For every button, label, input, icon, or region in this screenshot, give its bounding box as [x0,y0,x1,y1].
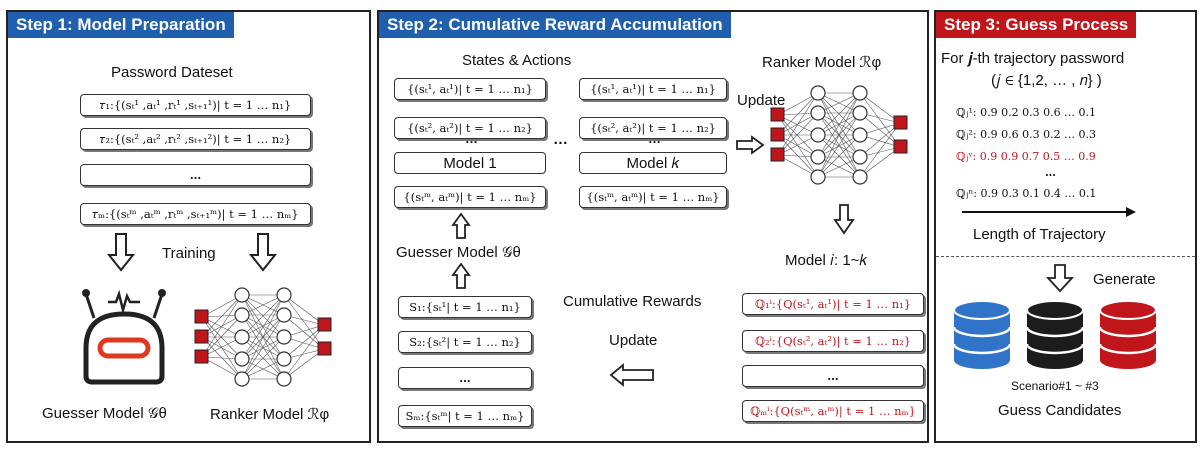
step3-panel: Step 3: Guess Process [934,10,1197,443]
database-icon-blue [952,300,1012,369]
ranker-model-label: Ranker Model ℛφ [210,406,330,423]
scenario-label: Scenario#1 ~ #3 [1011,379,1099,393]
q-value-line: ℚⱼ¹: 0.9 0.2 0.3 0.6 … 0.1 [956,106,1097,119]
training-label: Training [162,245,216,262]
down-arrow-icon [833,204,855,235]
state-action-row: {(sₜᵐ, aₜᵐ)| t = 1 … nₘ} [579,186,727,208]
q-row: ℚ₂ⁱ:{Q(sₜ², aₜ²)| t = 1 … n₂} [742,330,924,352]
guesser-model-label: Guesser Model 𝒢θ [42,405,167,422]
q-row: ℚ₁ⁱ:{Q(sₜ¹, aₜ¹)| t = 1 … n₁} [742,293,924,315]
step2-header: Step 2: Cumulative Reward Accumulation [379,12,731,38]
down-arrow-icon [248,233,278,272]
guess-candidates-label: Guess Candidates [998,402,1122,419]
generate-label: Generate [1093,271,1156,288]
step3-header: Step 3: Guess Process [936,12,1137,38]
update-label: Update [609,332,658,349]
up-arrow-icon [451,262,471,289]
q-value-line: ℚⱼ²: 0.9 0.6 0.3 0.2 … 0.3 [956,128,1097,141]
trajectory-label: Length of Trajectory [973,226,1106,243]
dataset-title: Password Dateset [111,64,233,81]
state-action-row: {(sₜ², aₜ²)| t = 1 … n₂} [579,117,727,139]
state-row: S₂:{sₜ²| t = 1 … n₂} [398,331,532,353]
trajectory-arrow-icon [962,207,1136,217]
state-row: Sₘ:{sₜᵐ| t = 1 … nₘ} [398,405,532,427]
update-label: Update [737,92,786,109]
model-k-box: Model 𝑘 [579,152,727,174]
neural-network-icon [194,287,332,387]
state-action-row: {(sₜ¹, aₜ¹)| t = 1 … n₁} [579,78,727,100]
states-actions-title: States & Actions [462,52,572,69]
down-arrow-icon [106,233,136,272]
right-arrow-icon [736,135,765,155]
left-arrow-icon [609,363,654,387]
up-arrow-icon [451,212,471,239]
step1-header: Step 1: Model Preparation [8,12,234,38]
guesser-model-label: Guesser Model 𝒢θ [396,244,521,261]
neural-network-icon [770,85,908,185]
q-value-line-highlight: ℚⱼᵛ: 0.9 0.9 0.7 0.5 … 0.9 [956,150,1096,163]
database-icon-red [1098,300,1158,369]
state-action-row: {(sₜᵐ, aₜᵐ)| t = 1 … nₘ} [394,186,546,208]
model-i-label: Model 𝑖: 1~𝑘 [785,252,868,269]
q-value-line: ℚⱼⁿ: 0.9 0.3 0.1 0.4 … 0.1 [956,187,1097,200]
robot-icon [82,289,166,385]
ellipsis: … [465,131,478,146]
state-action-row: {(sₜ², aₜ²)| t = 1 … n₂} [394,117,546,139]
tau-row-1: 𝜏₁:{(sₜ¹ ,aₜ¹ ,rₜ¹ ,sₜ₊₁¹)| t = 1 … n₁} [80,94,311,116]
step1-panel: Step 1: Model Preparation [6,10,371,443]
state-row: S₁:{sₜ¹| t = 1 … n₁} [398,296,532,318]
ellipsis: … [648,131,661,146]
tau-row-2: 𝜏₂:{(sₜ² ,aₜ² ,rₜ² ,sₜ₊₁²)| t = 1 … n₂} [80,128,311,150]
ranker-model-label: Ranker Model ℛφ [762,54,882,71]
cumulative-rewards-label: Cumulative Rewards [563,293,702,310]
model-1-box: Model 1 [394,152,546,174]
database-icon-black [1025,300,1085,369]
for-line: For 𝒋-th trajectory password [941,50,1125,67]
tau-row-ellipsis: … [80,164,311,186]
down-arrow-icon [1045,264,1075,293]
j-range: (𝑗 ∈ {1,2, … , 𝑛} ) [991,72,1102,89]
ellipsis: … [553,131,568,148]
tau-row-m: 𝜏ₘ:{(sₜᵐ ,aₜᵐ ,rₜᵐ ,sₜ₊₁ᵐ)| t = 1 … nₘ} [80,203,311,225]
divider [936,256,1195,257]
state-action-row: {(sₜ¹, aₜ¹)| t = 1 … n₁} [394,78,546,100]
q-row: ℚₘⁱ:{Q(sₜᵐ, aₜᵐ)| t = 1 … nₘ} [742,400,924,422]
state-row-ellipsis: … [398,367,532,389]
q-row-ellipsis: … [742,365,924,387]
q-ellipsis: … [1045,166,1056,179]
